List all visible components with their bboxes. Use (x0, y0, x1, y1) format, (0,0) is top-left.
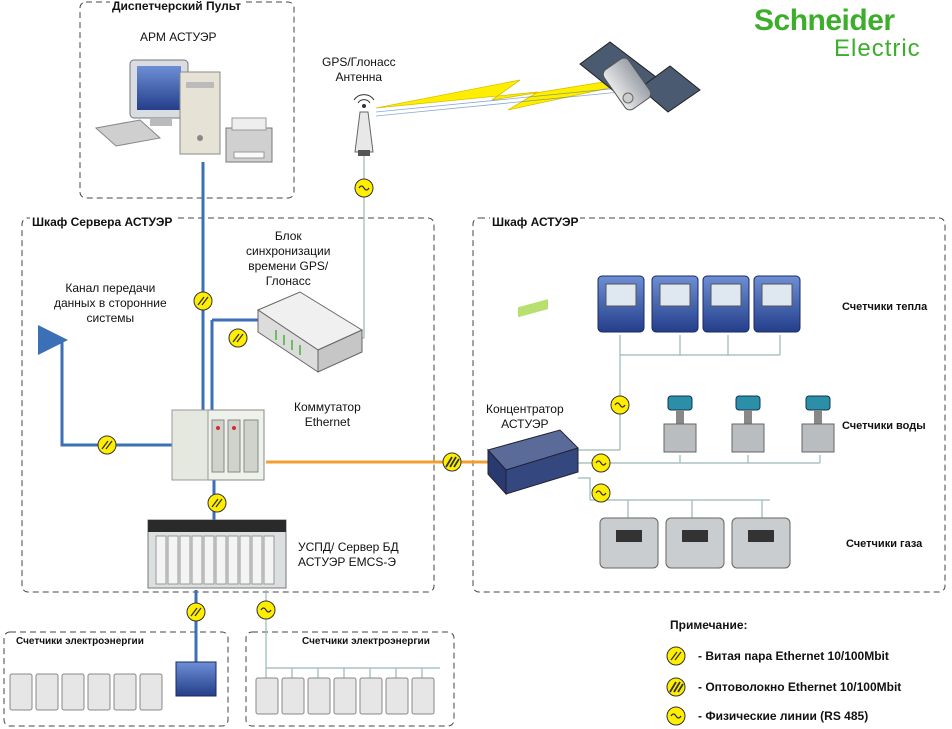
label-sync-block: Блок синхронизации времени GPS/ Глонасс (246, 229, 330, 289)
label-switch-line1: Коммутатор (294, 400, 361, 414)
meters-right-box (245, 631, 455, 727)
ethernet-switch-icon (171, 409, 265, 481)
group-title-meters-right: Счетчики электроэнергии (300, 636, 432, 647)
label-concentrator-line2: АСТУЭР (501, 417, 549, 431)
label-sync-block-line2: синхронизации (246, 244, 331, 258)
wireless-link (375, 77, 630, 111)
legend-text-fiber: - Оптоволокно Ethernet 10/100Mbit (698, 680, 902, 694)
twisted-pair-icon (666, 646, 686, 666)
label-channel: Канал передачи данных в сторонние систем… (54, 281, 167, 326)
label-gps-antenna-line2: Антенна (335, 70, 383, 84)
label-water-meters: Счетчики воды (842, 420, 926, 432)
label-uspd-line2: АСТУЭР EMCS-Э (298, 555, 396, 569)
fiber-icon (666, 677, 686, 697)
heat-meters (597, 275, 801, 333)
label-sync-block-line3: времени GPS/ (248, 259, 329, 273)
legend-text-twisted-pair: - Витая пара Ethernet 10/100Mbit (698, 649, 889, 663)
label-heat-meters: Счетчики тепла (842, 301, 928, 313)
gps-antenna-icon (353, 94, 375, 156)
label-gps-antenna: GPS/Глонасс Антенна (322, 55, 396, 85)
legend-item-twisted-pair: - Витая пара Ethernet 10/100Mbit (666, 646, 889, 666)
group-title-server-cabinet: Шкаф Сервера АСТУЭР (30, 215, 175, 229)
label-concentrator: Концентратор АСТУЭР (486, 402, 564, 432)
astuer-cabinet-box (472, 217, 946, 593)
label-uspd-line1: УСПД/ Сервер БД (298, 540, 399, 554)
label-channel-line3: системы (86, 311, 135, 325)
fiber-symbols (442, 452, 462, 472)
uspd-server-icon (147, 519, 287, 589)
label-sync-block-line1: Блок (274, 229, 302, 243)
label-arm: АРМ АСТУЭР (140, 30, 217, 44)
concentrator-icon (487, 299, 579, 496)
legend-text-rs485: - Физические линии (RS 485) (698, 709, 869, 723)
meters-left-box (3, 631, 229, 727)
schneider-electric-logo: Schneider Electric (752, 4, 948, 64)
label-sync-block-line4: Глонасс (265, 274, 311, 288)
server-cabinet-box (21, 217, 435, 593)
label-channel-line1: Канал передачи (65, 281, 156, 295)
group-title-meters-left: Счетчики электроэнергии (14, 636, 146, 647)
sync-block-icon (256, 291, 364, 373)
logo-line2: Electric (834, 35, 921, 62)
electricity-meters-left (9, 661, 217, 711)
legend-title: Примечание: (670, 618, 748, 632)
legend-item-fiber: - Оптоволокно Ethernet 10/100Mbit (666, 677, 901, 697)
label-switch: Коммутатор Ethernet (294, 400, 361, 430)
label-concentrator-line1: Концентратор (486, 402, 564, 416)
label-gas-meters: Счетчики газа (846, 538, 923, 550)
label-gps-antenna-line1: GPS/Глонасс (322, 55, 396, 69)
group-title-dispatch: Диспетчерский Пульт (110, 0, 243, 13)
satellite-icon (579, 41, 701, 113)
rs485-icon (666, 706, 686, 726)
gas-meters (599, 517, 791, 569)
twisted-pair-symbols (97, 291, 248, 622)
electricity-meters-right (255, 677, 435, 715)
label-uspd: УСПД/ Сервер БД АСТУЭР EMCS-Э (298, 540, 399, 570)
logo-line1: Schneider (754, 4, 895, 37)
label-channel-line2: данных в сторонние (54, 296, 167, 310)
label-switch-line2: Ethernet (304, 415, 351, 429)
legend-item-rs485: - Физические линии (RS 485) (666, 706, 868, 726)
group-title-astuer-cabinet: Шкаф АСТУЭР (490, 215, 581, 229)
rs485-symbols (256, 178, 630, 620)
water-meters (663, 395, 835, 453)
computer-icon (94, 59, 273, 163)
